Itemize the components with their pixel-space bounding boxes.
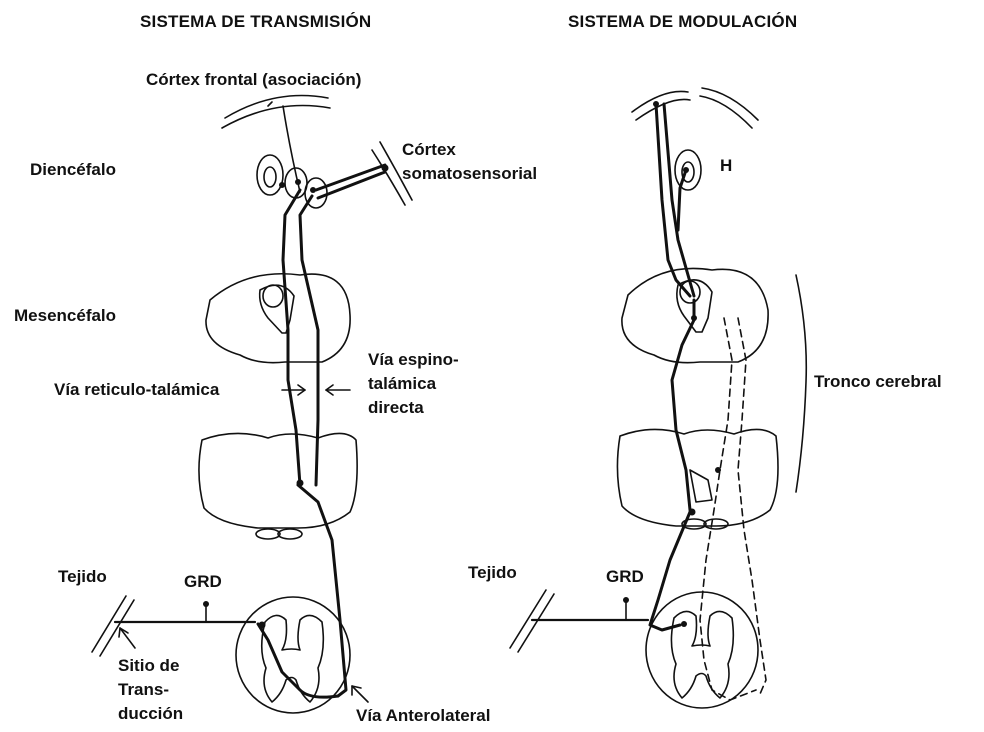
label-via-reticulo: Vía reticulo-talámica (54, 380, 219, 400)
label-grd-right: GRD (606, 567, 644, 587)
label-via-espino-line1: Vía espino- (368, 350, 459, 370)
left-pathways (115, 106, 389, 697)
label-tejido-right: Tejido (468, 563, 517, 583)
right-medulla (617, 429, 778, 529)
label-sitio-line1: Sitio de (118, 656, 179, 676)
left-diencephalon (257, 155, 327, 208)
label-grd-left: GRD (184, 572, 222, 592)
label-mesencefalo: Mesencéfalo (14, 306, 116, 326)
header-transmission: SISTEMA DE TRANSMISIÓN (140, 12, 371, 32)
right-cortex-arcs (632, 88, 758, 128)
label-cortex-somato-line1: Córtex (402, 140, 456, 160)
brainstem-bracket (796, 275, 806, 492)
header-modulation: SISTEMA DE MODULACIÓN (568, 12, 797, 32)
label-via-anterolateral: Vía Anterolateral (356, 706, 490, 726)
label-cortex-somato-line2: somatosensorial (402, 164, 537, 184)
label-sitio-line3: ducción (118, 704, 183, 724)
right-spinal-cord (646, 592, 758, 708)
label-tronco-cerebral: Tronco cerebral (814, 372, 942, 392)
label-h: H (720, 156, 732, 176)
label-via-espino-line2: talámica (368, 374, 436, 394)
left-tissue (92, 596, 134, 656)
right-pathways (532, 101, 721, 630)
label-sitio-line2: Trans- (118, 680, 169, 700)
label-tejido-left: Tejido (58, 567, 107, 587)
left-medulla (199, 433, 357, 539)
left-cortex-arcs (222, 96, 330, 129)
label-diencefalo: Diencéfalo (30, 160, 116, 180)
left-arrows (119, 385, 368, 702)
left-mesencephalon (206, 274, 350, 363)
label-via-espino-line3: directa (368, 398, 424, 418)
label-cortex-frontal: Córtex frontal (asociación) (146, 70, 361, 90)
